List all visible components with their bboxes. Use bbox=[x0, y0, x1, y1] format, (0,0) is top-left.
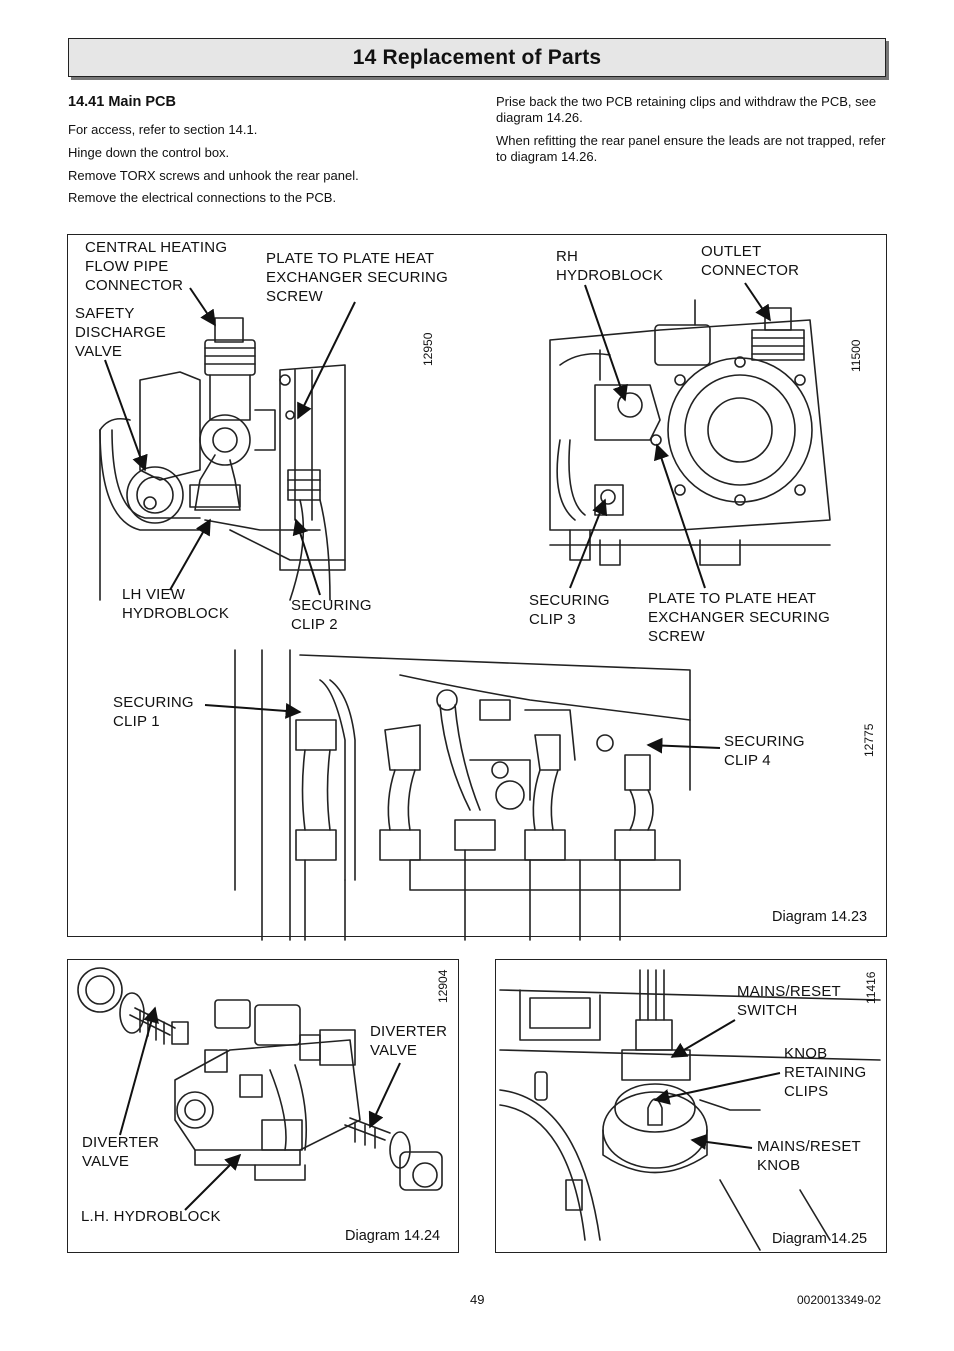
label-securing-clip-3: SECURING CLIP 3 bbox=[529, 592, 610, 628]
label-lh-view-hydroblock: LH VIEW HYDROBLOCK bbox=[122, 586, 230, 622]
section-header: 14 Replacement of Parts bbox=[68, 38, 886, 77]
subsection-title: 14.41 Main PCB bbox=[68, 94, 176, 110]
instruction-2: Hinge down the control box. bbox=[68, 145, 230, 160]
instruction-4: Remove the electrical connections to the… bbox=[68, 190, 337, 205]
label-securing-clip-1: SECURING CLIP 1 bbox=[113, 694, 194, 730]
diverter-hydroblock-drawing bbox=[77, 967, 443, 1191]
lh-hydroblock-drawing bbox=[99, 317, 346, 601]
label-securing-clip-2: SECURING CLIP 2 bbox=[291, 597, 372, 633]
diagram-14-24-caption: Diagram 14.24 bbox=[345, 1228, 441, 1244]
instruction-1: For access, refer to section 14.1. bbox=[68, 122, 258, 137]
diagram-14-23-caption: Diagram 14.23 bbox=[772, 909, 868, 925]
instruction-3: Remove TORX screws and unhook the rear p… bbox=[68, 168, 359, 183]
label-plate-screw-right: PLATE TO PLATE HEAT EXCHANGER SECURING S… bbox=[648, 590, 830, 645]
instruction-5: Prise back the two PCB retaining clips a… bbox=[496, 94, 877, 125]
label-diverter-valve-left: DIVERTER VALVE bbox=[82, 1134, 160, 1170]
label-rh-hydroblock: RH HYDROBLOCK bbox=[556, 248, 664, 284]
label-mains-reset-switch: MAINS/RESET SWITCH bbox=[737, 983, 841, 1019]
label-diverter-valve-right: DIVERTER VALVE bbox=[370, 1023, 448, 1059]
document-reference: 0020013349-02 bbox=[797, 1293, 882, 1307]
rh-hydroblock-drawing bbox=[549, 299, 831, 566]
diagram-14-24-frame bbox=[67, 959, 459, 1253]
label-plate-screw-left: PLATE TO PLATE HEAT EXCHANGER SECURING S… bbox=[266, 250, 448, 305]
label-lh-hydroblock: L.H. HYDROBLOCK bbox=[81, 1208, 221, 1225]
diagram-14-25-frame bbox=[495, 959, 887, 1253]
label-securing-clip-4: SECURING CLIP 4 bbox=[724, 733, 805, 769]
page-number: 49 bbox=[470, 1292, 485, 1307]
ref-number-12775: 12775 bbox=[862, 723, 876, 757]
label-mains-reset-knob: MAINS/RESET KNOB bbox=[757, 1138, 861, 1174]
ref-number-11500: 11500 bbox=[849, 339, 863, 372]
ref-number-11416: 11416 bbox=[864, 971, 878, 1004]
ref-number-12904: 12904 bbox=[436, 969, 450, 1003]
label-ch-flow-connector: CENTRAL HEATING FLOW PIPE CONNECTOR bbox=[85, 239, 228, 294]
label-outlet-connector: OUTLET CONNECTOR bbox=[701, 243, 800, 279]
section-header-title: 14 Replacement of Parts bbox=[352, 45, 602, 69]
pipework-drawing bbox=[234, 649, 691, 941]
diagram-14-25-caption: Diagram 14.25 bbox=[772, 1231, 868, 1247]
label-safety-valve: SAFETY DISCHARGE VALVE bbox=[75, 305, 166, 360]
instruction-6: When refitting the rear panel ensure the… bbox=[496, 133, 886, 164]
label-knob-retaining-clips: KNOB RETAINING CLIPS bbox=[784, 1045, 867, 1100]
ref-number-12950: 12950 bbox=[421, 332, 435, 366]
